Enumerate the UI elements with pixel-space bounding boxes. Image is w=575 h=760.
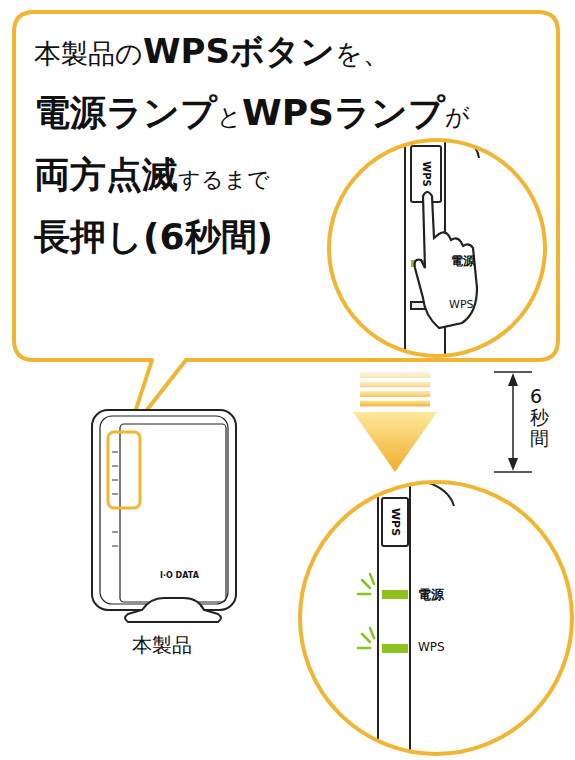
emphasis-text: WPSランプ xyxy=(242,92,445,133)
emphasis-text: 電源ランプ xyxy=(34,92,217,133)
instruction-text: を、 xyxy=(335,38,390,69)
emphasis-text: 長押し(6秒間) xyxy=(34,216,273,257)
button-label: WPS xyxy=(389,508,401,536)
instruction-text: と xyxy=(217,103,242,131)
zoom-circle-outline xyxy=(327,138,547,358)
brand-logo: I·O DATA xyxy=(160,572,199,581)
zoom-circle-outline xyxy=(298,480,574,756)
dimension-line xyxy=(494,372,532,472)
zoom-circle: WPS 電源 WPS xyxy=(298,480,574,756)
router-device: I·O DATA 本製品 xyxy=(90,408,240,658)
instruction-text: するまで xyxy=(178,167,270,192)
button-label: WPS xyxy=(421,161,432,187)
instruction-text: が xyxy=(445,103,470,131)
lamp-label: 電源 xyxy=(451,255,475,268)
router-device-outline xyxy=(90,408,240,658)
instruction-text: 本製品の xyxy=(34,38,143,69)
zoom-circle: WPS 電源 WPS xyxy=(327,138,547,358)
speech-bubble: 本製品のWPSボタンを、電源ランプとWPSランプが両方点滅するまで長押し(6秒間… xyxy=(12,10,560,362)
emphasis-text: WPSボタン xyxy=(143,31,335,71)
product-label: 本製品 xyxy=(132,634,192,656)
dimension-label: 6秒間 xyxy=(530,386,549,449)
flow-arrow xyxy=(353,372,437,472)
lamp-label: WPS xyxy=(418,641,445,654)
emphasis-text: 両方点滅 xyxy=(34,154,178,195)
lamp-label: WPS xyxy=(449,299,474,311)
lamp-label: 電源 xyxy=(418,588,444,602)
